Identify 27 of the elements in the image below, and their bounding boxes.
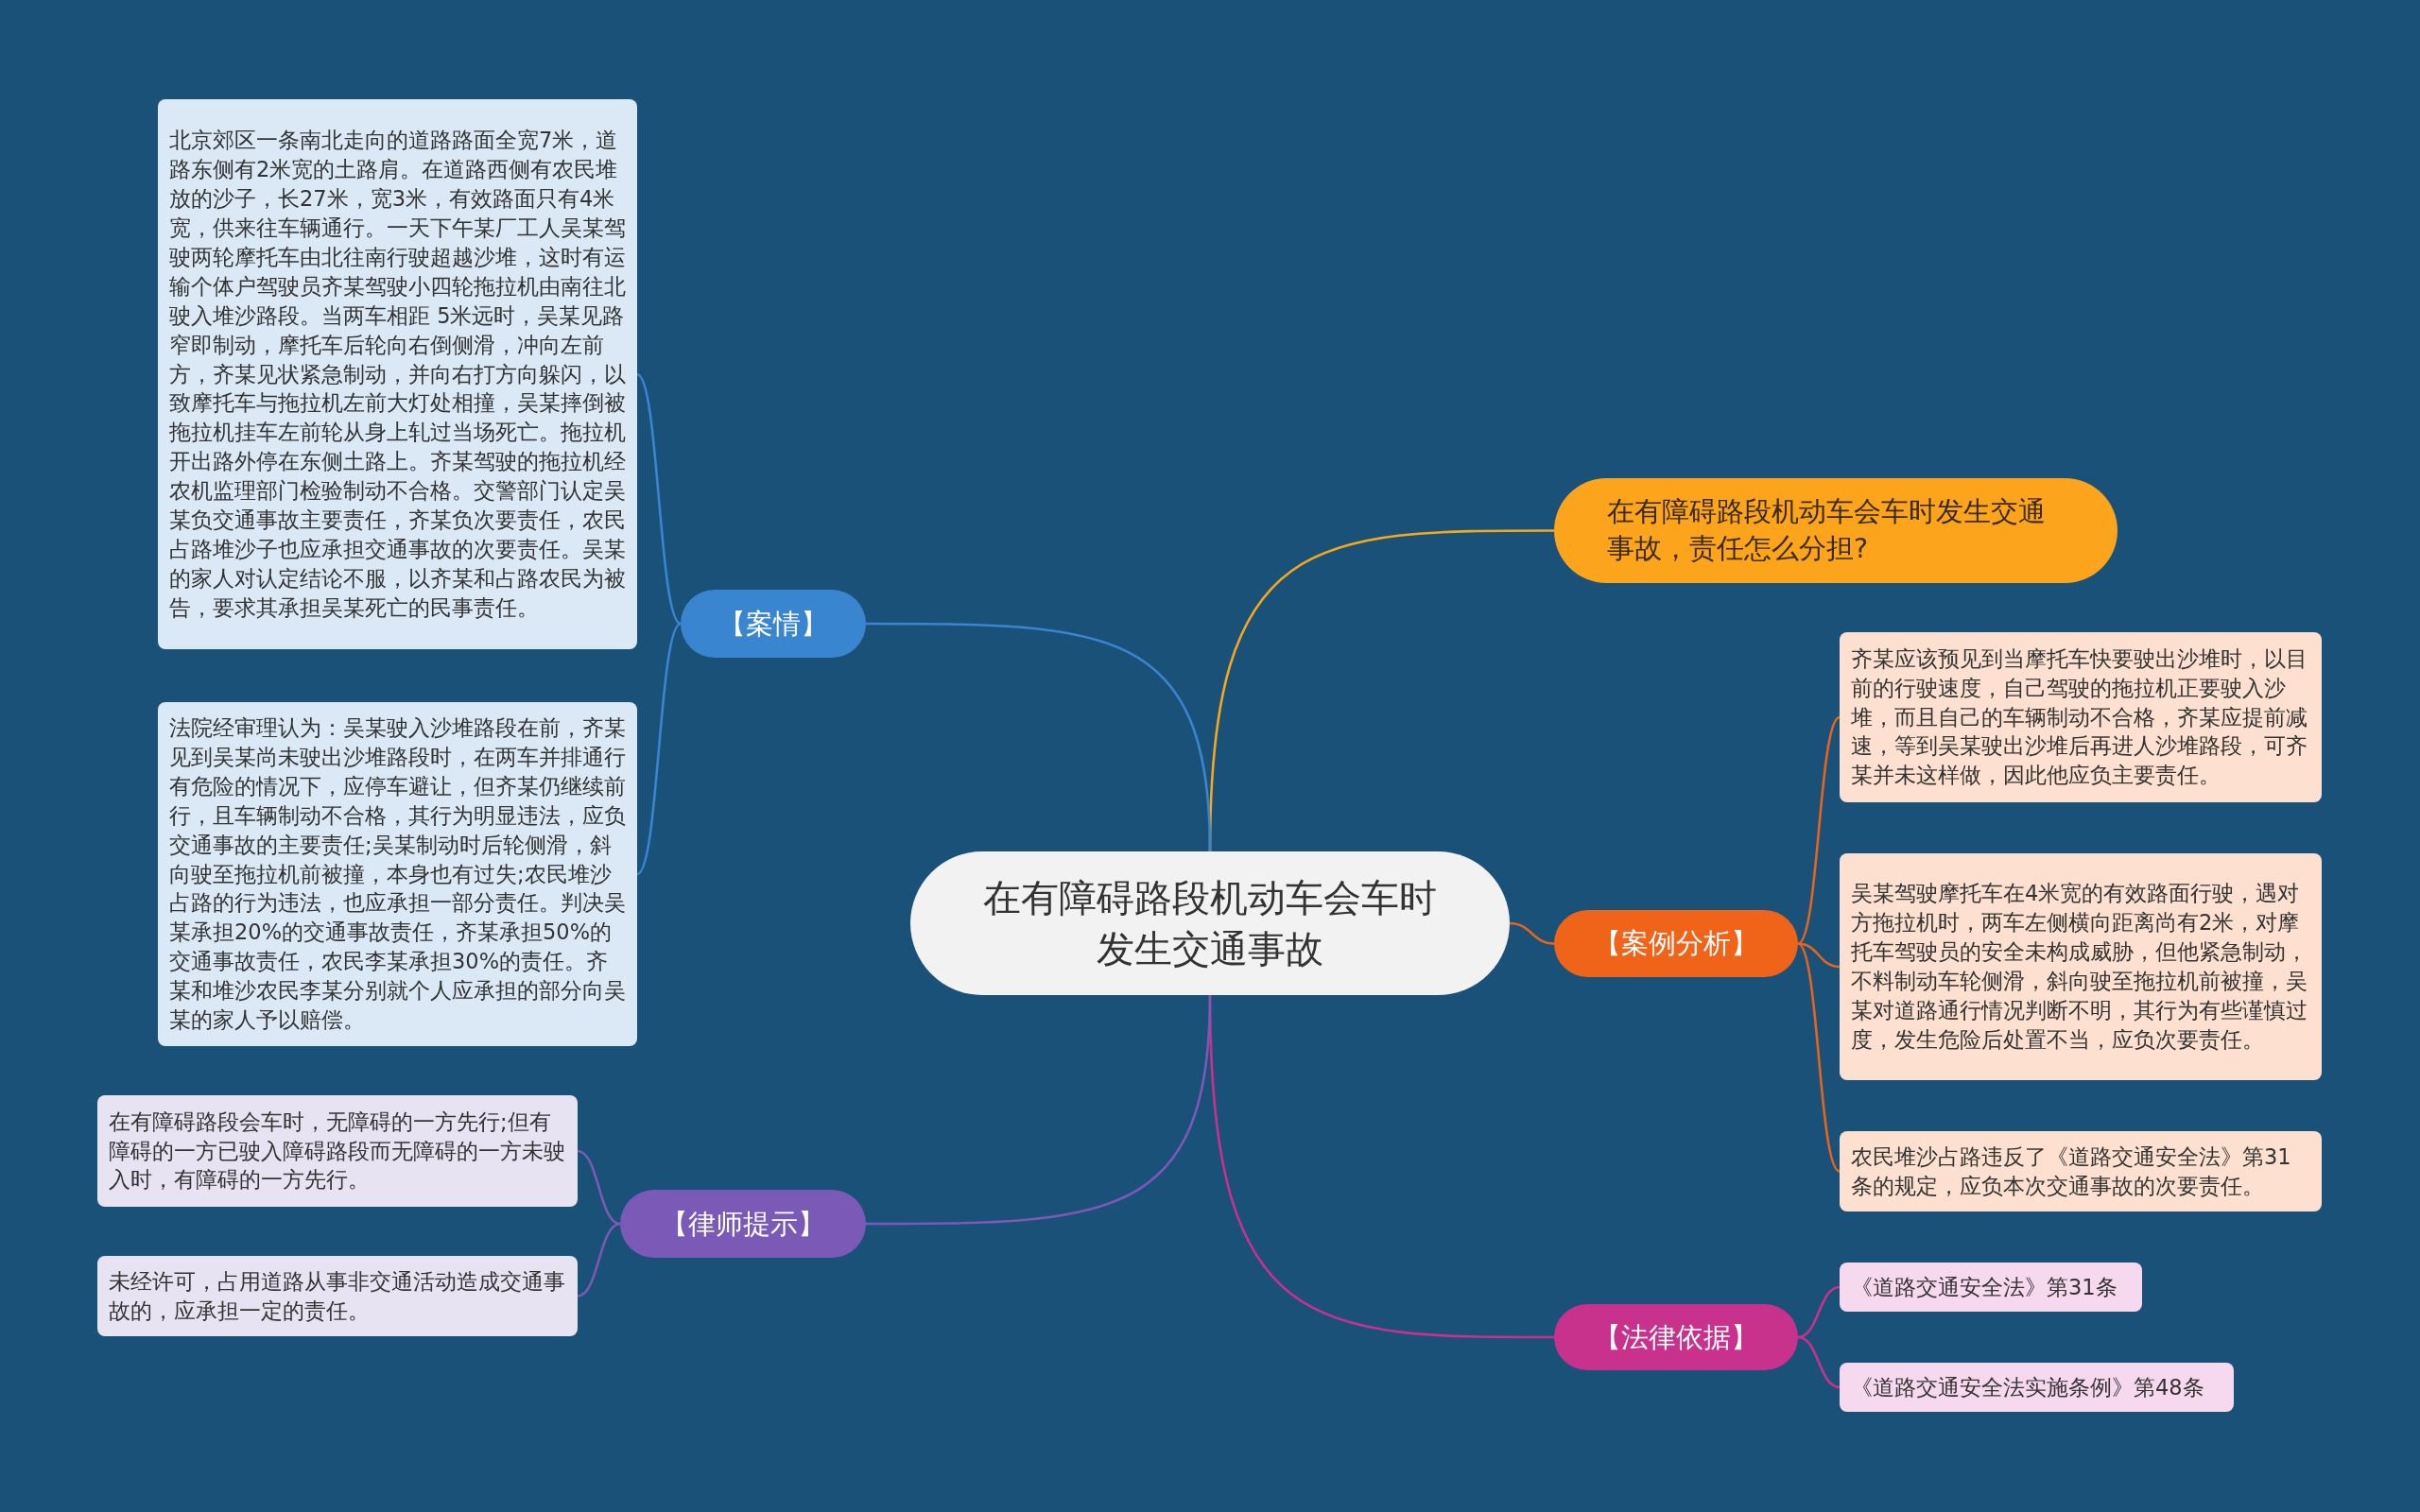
connector-line bbox=[636, 623, 682, 875]
text-box: 《道路交通安全法实施条例》第48条 bbox=[1840, 1363, 2234, 1412]
text-box: 吴某驾驶摩托车在4米宽的有效路面行驶，遇对方拖拉机时，两车左侧横向距离尚有2米，对摩托车驾驶员的安全未构成威胁，但他紧急制动，不料制动车轮侧滑，斜向驶至拖拉机前被撞，吴某对道路通行情况判断不明，其行为有些谨慎过度，发生危险后处置不当，应负次要责任。 bbox=[1840, 853, 2322, 1080]
branch-topic: 【案情】 bbox=[681, 590, 866, 658]
branch-topic: 【法律依据】 bbox=[1554, 1304, 1798, 1370]
text-box: 法院经审理认为：吴某驶入沙堆路段在前，齐某见到吴某尚未驶出沙堆路段时，在两车并排通行有危险的情况下，应停车避让，但齐某仍继续前行，且车辆制动不合格，其行为明显违法，应负交通事故的主要责任;吴某制动时后轮侧滑，斜向驶至拖拉机前被撞，本身也有过失;农民堆沙占路的行为违法，也应承担一部分责任。判决吴某承担20%的交通事故责任，齐某承担50%的交通事故责任，农民李某承担30%的责任。齐某和堆沙农民李某分别就个人应承担的部分向吴某的家人予以赔偿。 bbox=[158, 702, 637, 1046]
text-box: 未经许可，占用道路从事非交通活动造成交通事故的，应承担一定的责任。 bbox=[97, 1256, 578, 1336]
text-box: 北京郊区一条南北走向的道路路面全宽7米，道路东侧有2米宽的土路肩。在道路西侧有农民堆放的沙子，长27米，宽3米，有效路面只有4米宽，供来往车辆通行。一天下午某厂工人吴某驾驶两轮摩托车由北往南行驶超越沙堆，这时有运输个体户驾驶员齐某驾驶小四轮拖拉机由南往北驶入堆沙路段。当两车相距 5米远时，吴某见路窄即制动，摩托车后轮向右倒侧滑，冲向左前方，齐某见状紧急制动，并向右打方向躲闪，以致摩托车与拖拉机左前大灯处相撞，吴某摔倒被拖拉机挂车左前轮从身上轧过当场死亡。拖拉机开出路外停在东侧土路上。齐某驾驶的拖拉机经农机监理部门检验制动不合格。交警部门认定吴某负交通事故主要责任，齐某负次要责任，农民占路堆沙子也应承担交通事故的次要责任。吴某的家人对认定结论不服，以齐某和占路农民为被告，要求其承担吴某死亡的民事责任。 bbox=[158, 99, 637, 649]
connector-line bbox=[1797, 942, 1841, 969]
connector-line bbox=[1797, 1335, 1841, 1389]
branch-topic: 【律师提示】 bbox=[620, 1190, 866, 1258]
connector-line bbox=[866, 994, 1212, 1226]
connector-line bbox=[1509, 921, 1555, 945]
connector-line bbox=[636, 373, 682, 625]
text-box: 齐某应该预见到当摩托车快要驶出沙堆时，以目前的行驶速度，自己驾驶的拖拉机正要驶入沙堆，而且自己的车辆制动不合格，齐某应提前减速，等到吴某驶出沙堆后再进人沙堆路段，可齐某并未这样做，因此他应负主要责任。 bbox=[1840, 632, 2322, 802]
text-box: 在有障碍路段会车时，无障碍的一方先行;但有障碍的一方已驶入障碍路段而无障碍的一方未驶入时，有障碍的一方先行。 bbox=[97, 1095, 578, 1207]
text-box: 农民堆沙占路违反了《道路交通安全法》第31条的规定，应负本次交通事故的次要责任。 bbox=[1840, 1131, 2322, 1211]
connector-line bbox=[1797, 716, 1841, 945]
text-box: 《道路交通安全法》第31条 bbox=[1840, 1263, 2142, 1312]
connector-line bbox=[577, 1149, 621, 1226]
question-topic: 在有障碍路段机动车会车时发生交通事故，责任怎么分担? bbox=[1554, 478, 2118, 583]
connector-line bbox=[866, 622, 1212, 852]
connector-line bbox=[1797, 942, 1841, 1173]
branch-topic: 【案例分析】 bbox=[1554, 910, 1798, 977]
connector-line bbox=[577, 1222, 621, 1297]
connector-line bbox=[1797, 1285, 1841, 1339]
central-topic: 在有障碍路段机动车会车时发生交通事故 bbox=[910, 851, 1510, 995]
